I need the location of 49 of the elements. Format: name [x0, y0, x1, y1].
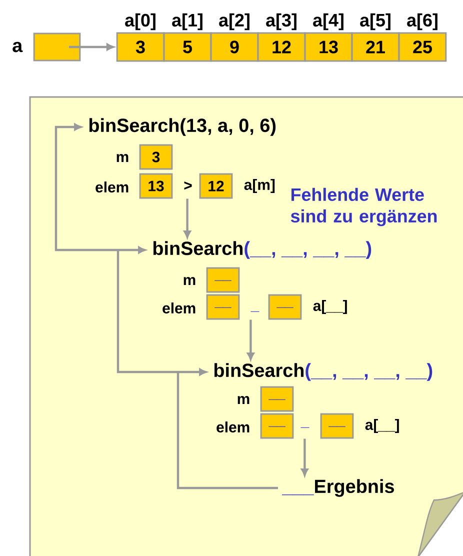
array-cell: 3 [116, 32, 165, 62]
index-label: a[__] [313, 300, 347, 314]
function-call: binSearch(__, __, __, __) [214, 363, 432, 381]
result-text: ___Ergebnis [282, 479, 394, 497]
value-box: __ [320, 413, 354, 439]
value-box: __ [206, 294, 240, 320]
index-label: a[4] [313, 13, 344, 30]
return-line [176, 372, 278, 490]
array-cell: 21 [351, 32, 400, 62]
array-cell: 5 [163, 32, 212, 62]
operator-sign: > [184, 182, 192, 190]
function-call: binSearch(__, __, __, __) [153, 241, 372, 259]
blank-operator: _ [250, 311, 260, 312]
value-box: __ [268, 294, 302, 320]
index-label: a[1] [172, 13, 202, 30]
index-label: a[0] [125, 13, 156, 30]
value-box: __ [260, 386, 294, 412]
index-label: a[2] [219, 13, 250, 30]
array-cell: 13 [304, 32, 353, 62]
variable-label: elem [216, 422, 250, 432]
arrow [69, 43, 114, 51]
variable-box [33, 32, 81, 62]
value-box: __ [206, 267, 240, 293]
value-box: 12 [199, 173, 233, 199]
index-label: a[3] [266, 13, 296, 30]
note-text: Fehlende Werte sind zu ergänzen [290, 188, 437, 226]
variable-label: m [116, 154, 128, 162]
array-cell: 9 [210, 32, 259, 62]
function-call: binSearch(13, a, 0, 6) [89, 118, 276, 136]
arrow [184, 198, 191, 238]
index-label: a[6] [407, 13, 438, 30]
recursion-arrow [116, 250, 207, 376]
variable-label: a [12, 42, 23, 52]
variable-label: m [238, 396, 250, 404]
arrow [301, 438, 308, 476]
recursion-arrow [54, 123, 146, 254]
index-label: a[__] [365, 419, 399, 433]
arrow [247, 320, 254, 360]
array-cell: 25 [398, 32, 447, 62]
value-box: __ [260, 413, 294, 439]
value-box: 13 [139, 173, 173, 199]
blank-operator: _ [300, 427, 310, 428]
value-box: 3 [139, 144, 173, 170]
variable-label: elem [162, 302, 196, 314]
array-cell: 12 [257, 32, 306, 62]
index-label: a[5] [360, 13, 390, 30]
index-label: a[m] [244, 179, 275, 193]
variable-label: elem [96, 182, 128, 192]
variable-label: m [184, 276, 196, 286]
